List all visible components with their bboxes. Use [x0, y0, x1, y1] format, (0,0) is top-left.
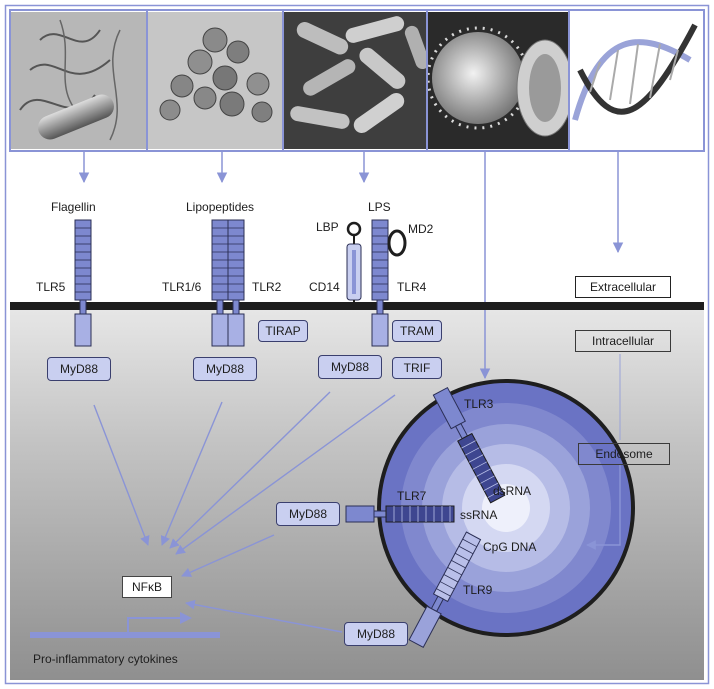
intracellular-label: Intracellular [575, 330, 671, 352]
extracellular-label: Extracellular [575, 276, 671, 298]
signaling-arrows [93, 391, 621, 633]
myd88-tlr9: MyD88 [344, 622, 408, 646]
rod-bacteria-image [284, 12, 426, 149]
cell-membrane [10, 302, 704, 310]
lps-label: LPS [368, 200, 391, 214]
md2-shape [387, 229, 407, 257]
tlr2-label: TLR2 [252, 280, 282, 294]
cocci-cluster-image [148, 12, 282, 149]
tirap-adaptor: TIRAP [258, 320, 308, 342]
ssrna-label: ssRNA [460, 508, 498, 522]
tlr9-label: TLR9 [463, 583, 493, 597]
myd88-tlr7: MyD88 [276, 502, 340, 526]
tlr4-receptor [371, 219, 407, 347]
tlr5-receptor [74, 219, 92, 347]
tlr9-receptor [408, 531, 482, 649]
gene-dna-bar [30, 632, 220, 638]
tram-adaptor: TRAM [392, 320, 442, 342]
tlr3-receptor [432, 386, 506, 504]
nfkb-label: NFκB [122, 576, 172, 598]
tlr3-label: TLR3 [464, 397, 494, 411]
lbp-label: LBP [316, 220, 339, 234]
flagellin-label: Flagellin [51, 200, 96, 214]
tlr4-label: TLR4 [397, 280, 427, 294]
tlr1-6-label: TLR1/6 [162, 280, 202, 294]
trif-adaptor: TRIF [392, 357, 442, 379]
myd88-tlr4: MyD88 [318, 355, 382, 379]
endosome-label: Endosome [578, 443, 670, 465]
cd14-receptor [346, 221, 362, 304]
cd14-label: CD14 [309, 280, 340, 294]
myd88-tlr5: MyD88 [47, 357, 111, 381]
virus-image [428, 12, 568, 149]
dna-helix-image [572, 23, 698, 121]
tlr7-receptor [345, 505, 455, 523]
md2-label: MD2 [408, 222, 434, 236]
cytokines-label: Pro-inflammatory cytokines [33, 652, 178, 666]
dsrna-label: dsRNA [493, 484, 532, 498]
flagellated-bacterium-image [11, 12, 146, 149]
tlr5-label: TLR5 [36, 280, 66, 294]
lbp-shape [346, 221, 362, 237]
tlr1-6-tlr2-receptor [211, 219, 245, 347]
pathogen-strip [9, 9, 705, 152]
cpg-dna-label: CpG DNA [483, 540, 537, 554]
tlr7-label: TLR7 [397, 489, 427, 503]
myd88-tlr2: MyD88 [193, 357, 257, 381]
transcription-start-arrow [127, 617, 180, 632]
lipopeptides-label: Lipopeptides [186, 200, 255, 214]
